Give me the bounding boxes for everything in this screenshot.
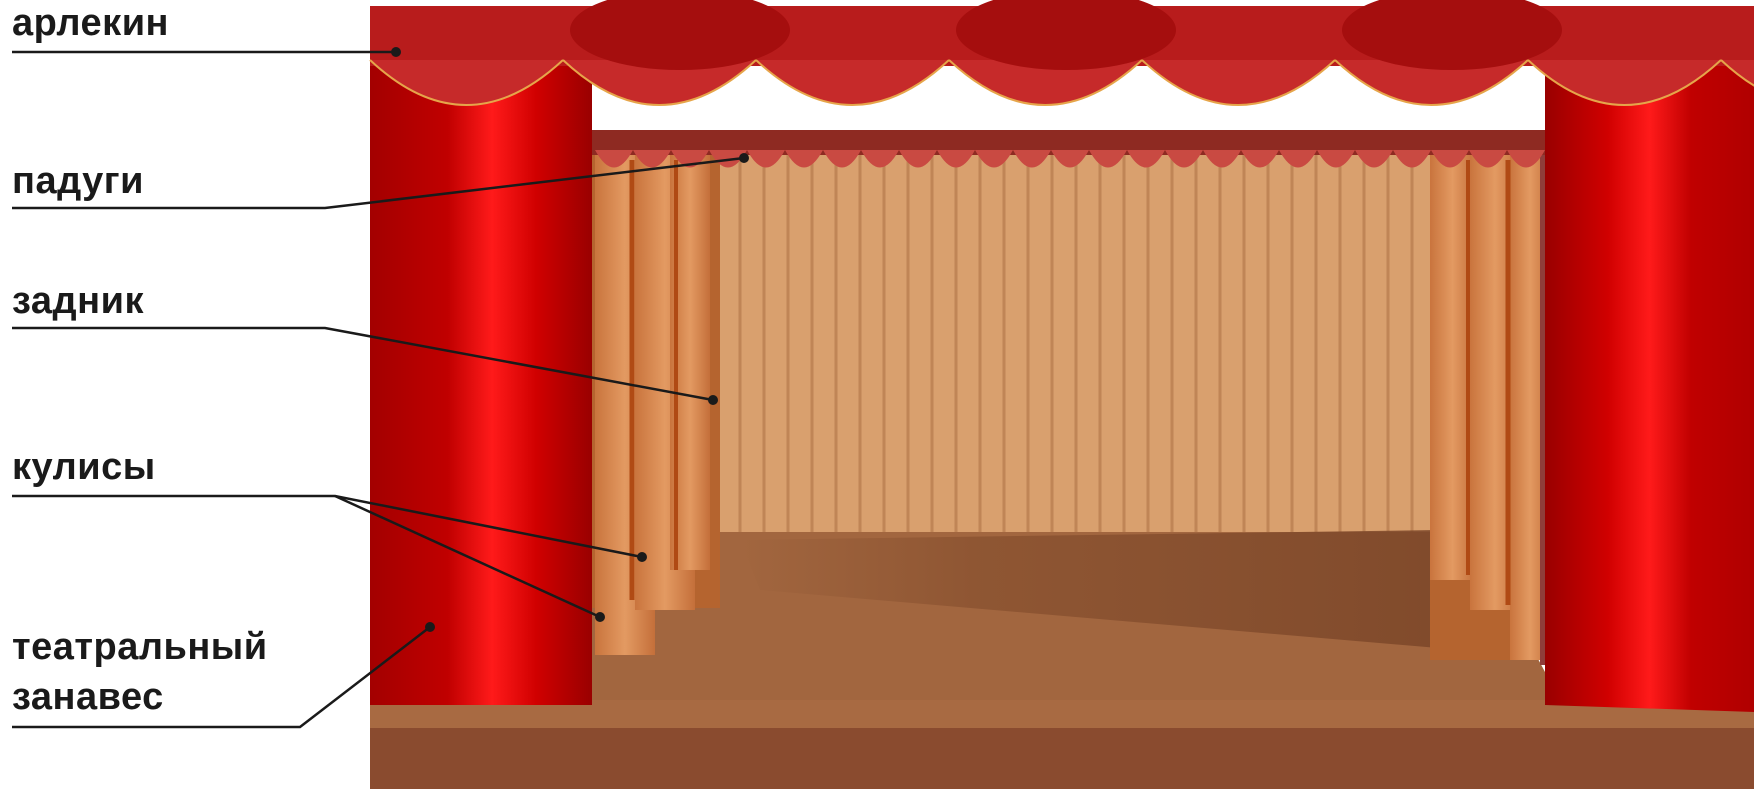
valance-trim (562, 59, 757, 106)
backdrop (600, 130, 1460, 535)
dot-arlekin (391, 47, 401, 57)
valance-trim (1141, 59, 1336, 106)
label-curtain-line1: театральный (12, 626, 268, 668)
border-scallop (975, 150, 1013, 168)
valance (369, 0, 1754, 106)
dot-kulisy-1 (637, 552, 647, 562)
wings-right (1430, 130, 1565, 665)
border-scallop (1127, 150, 1165, 168)
border-scallop (1355, 150, 1393, 168)
border-scallop (747, 150, 785, 168)
border-scallop (861, 150, 899, 168)
valance-trim (369, 59, 564, 106)
valance-drape (1342, 0, 1562, 70)
border-scallop (1507, 150, 1545, 168)
border-scallop (1469, 150, 1507, 168)
valance-drape (570, 0, 790, 70)
valance-trim (1720, 59, 1754, 87)
leader-kulisy-2 (334, 494, 601, 619)
dot-kulisy-2 (595, 612, 605, 622)
dot-zadnik (708, 395, 718, 405)
border-scallop (595, 150, 633, 168)
dot-curtain (425, 622, 435, 632)
stage-floor (370, 530, 1754, 789)
border-scallop (1203, 150, 1241, 168)
label-kulisy: кулисы (12, 446, 156, 488)
border-scallop (823, 150, 861, 168)
border-scallop (1431, 150, 1469, 168)
label-curtain-line2: занавес (12, 676, 164, 718)
main-curtain-right (1545, 10, 1754, 712)
valance-trim (1334, 59, 1529, 106)
valance-drape (956, 0, 1176, 70)
valance-trim (1527, 59, 1722, 106)
border-scallop (1241, 150, 1279, 168)
border-scallop (1393, 150, 1431, 168)
leader-zadnik (12, 326, 714, 402)
border-scallop (899, 150, 937, 168)
border-scallop (1051, 150, 1089, 168)
borders (590, 130, 1550, 168)
leader-curtain (12, 626, 431, 729)
border-scallop (1089, 150, 1127, 168)
label-padugi: падуги (12, 160, 144, 202)
label-zadnik: задник (12, 280, 144, 322)
leader-lines (12, 50, 745, 729)
border-scallop (937, 150, 975, 168)
leader-dots (391, 47, 749, 632)
border-scallop (633, 150, 671, 168)
border-scallop (1013, 150, 1051, 168)
border-scallop (1317, 150, 1355, 168)
border-scallop (785, 150, 823, 168)
border-scallop (1165, 150, 1203, 168)
label-arlekin: арлекин (12, 2, 170, 44)
leader-padugi (12, 156, 745, 210)
border-scallop (1279, 150, 1317, 168)
valance-trim (755, 59, 950, 106)
wings-left (590, 130, 720, 655)
dot-padugi (739, 153, 749, 163)
valance-trim (948, 59, 1143, 106)
